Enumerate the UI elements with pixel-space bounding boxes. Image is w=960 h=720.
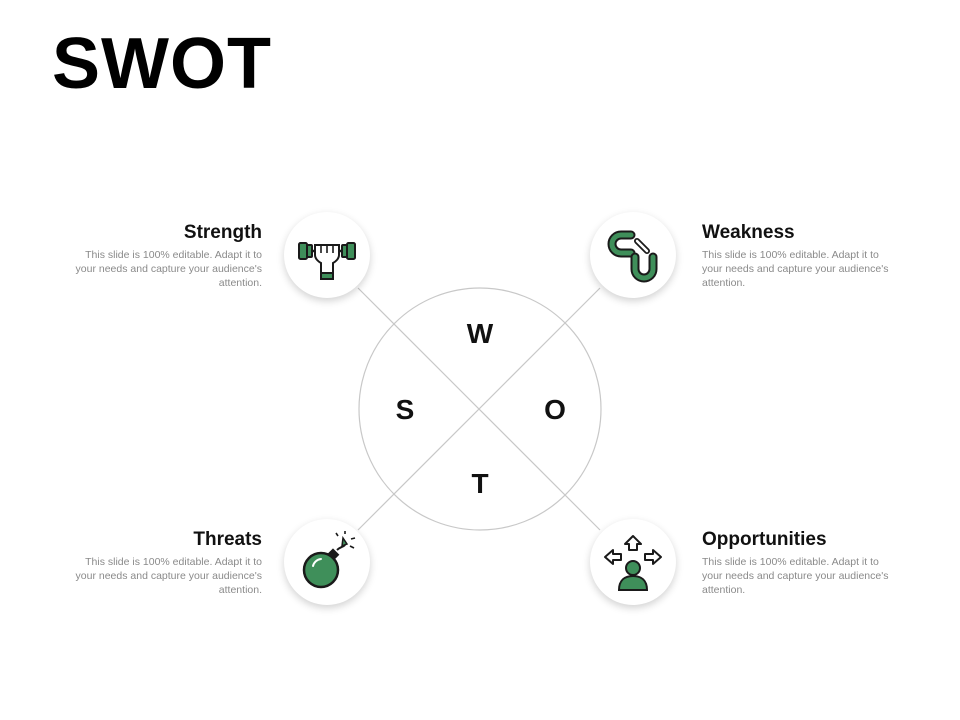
center-circle (358, 287, 602, 531)
strength-block: Strength This slide is 100% editable. Ad… (72, 222, 262, 290)
letter-o: O (544, 394, 566, 425)
dumbbell-fist-icon (298, 242, 356, 280)
weakness-text: This slide is 100% editable. Adapt it to… (702, 249, 889, 289)
opportunities-heading: Opportunities (702, 529, 827, 550)
strength-text: This slide is 100% editable. Adapt it to… (75, 249, 262, 289)
opportunities-block: Opportunities This slide is 100% editabl… (702, 529, 892, 597)
weakness-block: Weakness This slide is 100% editable. Ad… (702, 222, 892, 290)
weakness-heading: Weakness (702, 222, 795, 243)
letter-s: S (396, 394, 415, 425)
bomb-icon (302, 531, 356, 589)
crossroads-person-icon (604, 535, 662, 591)
threats-icon-circle (284, 519, 370, 605)
threats-block: Threats This slide is 100% editable. Ada… (72, 529, 262, 597)
threats-heading: Threats (193, 529, 262, 550)
broken-chain-icon (607, 230, 658, 283)
strength-icon-circle (284, 212, 370, 298)
threats-text: This slide is 100% editable. Adapt it to… (75, 556, 262, 596)
weakness-icon-circle (590, 212, 676, 298)
diagonal-line-cross (357, 287, 601, 531)
letter-w: W (467, 318, 494, 349)
opportunities-icon-circle (590, 519, 676, 605)
page-title: SWOT (52, 24, 272, 104)
opportunities-text: This slide is 100% editable. Adapt it to… (702, 556, 889, 596)
strength-heading: Strength (183, 222, 262, 243)
letter-t: T (471, 468, 488, 499)
